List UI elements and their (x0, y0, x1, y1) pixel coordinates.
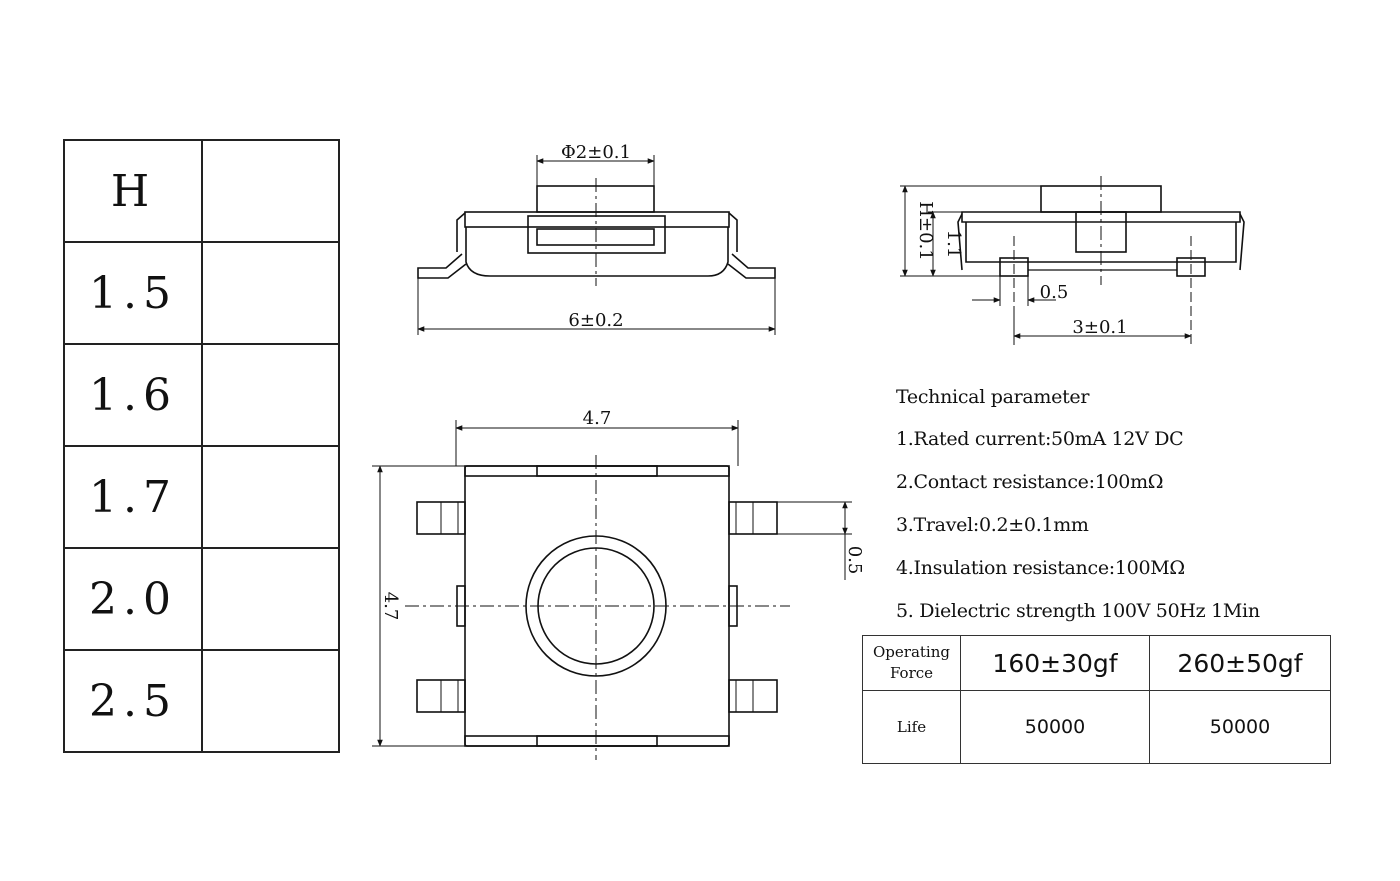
tech-item: 5. Dielectric strength 100V 50Hz 1Min (896, 600, 1260, 622)
empty-cell (201, 241, 340, 345)
operating-force-line2: Force (889, 664, 934, 682)
height-value: 1.6 (63, 343, 203, 447)
table-row: H (63, 139, 340, 243)
height-value: 1.7 (63, 445, 203, 549)
housing (465, 227, 729, 277)
side-left-clip (957, 213, 963, 271)
height-value: 2.5 (63, 649, 203, 753)
table-row: Life 50000 50000 (862, 690, 1331, 764)
height-table: H 1.5 1.6 1.7 2.0 2.5 (63, 139, 340, 753)
side-cover (961, 211, 1241, 223)
table-row: 1.6 (63, 343, 340, 447)
force-life-table: Operating Force 160±30gf 260±50gf Life 5… (862, 635, 1331, 764)
height-value: 2.0 (63, 547, 203, 651)
operating-force-line1: Operating (873, 643, 950, 661)
top-edge (464, 465, 730, 477)
height-value: 1.5 (63, 241, 203, 345)
pin-width-label: 0.5 (1040, 282, 1069, 303)
front-view (417, 155, 776, 335)
tech-item: 3.Travel:0.2±0.1mm (896, 514, 1089, 536)
table-row: 2.5 (63, 649, 340, 753)
table-row: 2.0 (63, 547, 340, 651)
right-clip (728, 212, 738, 252)
table-row: 1.5 (63, 241, 340, 345)
left-lead (417, 253, 467, 279)
body-width-label: 4.7 (583, 408, 612, 429)
empty-cell (201, 547, 340, 651)
technical-title: Technical parameter (896, 386, 1090, 408)
life-value-b: 50000 (1149, 690, 1331, 764)
table-row: Operating Force 160±30gf 260±50gf (862, 635, 1331, 691)
empty-cell (201, 649, 340, 753)
force-value-b: 260±50gf (1149, 635, 1331, 691)
button-diameter-label: Φ2±0.1 (561, 142, 631, 163)
life-label: Life (862, 690, 961, 764)
top-tab (536, 465, 658, 477)
empty-cell (201, 445, 340, 549)
right-lead (727, 253, 776, 279)
left-clip (456, 212, 466, 252)
table-row: 1.7 (63, 445, 340, 549)
force-value-a: 160±30gf (960, 635, 1150, 691)
pin-pitch-label: 3±0.1 (1072, 317, 1127, 338)
side-view (900, 176, 1245, 345)
tech-item: 4.Insulation resistance:100MΩ (896, 557, 1185, 579)
tech-item: 2.Contact resistance:100mΩ (896, 471, 1164, 493)
metal-cover (464, 211, 730, 228)
body-height-top-label: 4.7 (380, 592, 401, 621)
empty-cell (201, 343, 340, 447)
life-value-a: 50000 (960, 690, 1150, 764)
length-label: 6±0.2 (568, 310, 623, 331)
height-header: H (63, 139, 203, 243)
height-h-label: H±0.1 (915, 201, 936, 260)
tech-item: 1.Rated current:50mA 12V DC (896, 428, 1184, 450)
top-view (372, 420, 852, 760)
body-height-label: 1.1 (943, 230, 964, 259)
technical-parameters: Technical parameter 1.Rated current:50mA… (896, 386, 1376, 633)
bottom-edge (464, 735, 730, 747)
pin-height-label: 0.5 (844, 546, 865, 575)
bottom-tab (536, 735, 658, 747)
side-right-clip (1239, 213, 1245, 271)
empty-cell (201, 139, 340, 243)
operating-force-label: Operating Force (862, 635, 961, 691)
